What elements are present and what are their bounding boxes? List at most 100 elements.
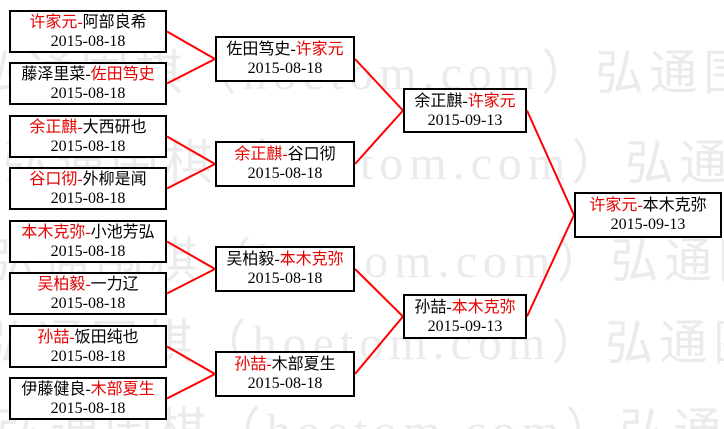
match-players: 孙喆-本木克弥 [414,298,515,317]
name-separator: - [85,65,91,83]
player-name: 余正麒 [234,146,283,163]
bracket-line [166,240,216,270]
match-date: 2015-09-13 [427,111,503,129]
match-date: 2015-09-13 [610,216,686,233]
match-players: 余正麒-谷口彻 [234,145,335,164]
match-date: 2015-08-18 [247,60,323,77]
bracket-line [166,268,216,295]
player-name: 木部夏生 [271,356,336,373]
match-date: 2015-08-18 [247,165,323,182]
match-players: 孙喆-饭田纯也 [37,328,138,347]
bracket-line [354,268,404,318]
bracket-line [166,373,216,400]
player-name: 饭田纯也 [74,328,139,346]
player-name: 余正麒 [29,118,78,136]
match-players: 许家元-本木克弥 [589,196,706,215]
match-players: 本木克弥-小池芳弘 [21,223,154,242]
player-name: 佐田笃史 [90,65,155,83]
player-name: 大西研也 [82,118,147,136]
match-players: 孙喆-木部夏生 [234,355,335,374]
player-name: 吴柏毅 [37,275,86,293]
name-separator: - [85,380,91,398]
player-name: 许家元 [295,41,344,58]
name-separator: - [637,197,643,214]
player-name: 本木克弥 [451,298,516,316]
match-date: 2015-08-18 [247,270,323,287]
bracket-line [166,163,216,190]
name-separator: - [462,92,468,110]
match-players: 谷口彻-外柳是闻 [29,170,146,189]
bracket-line [354,58,404,112]
bracket-line [354,109,404,165]
name-separator: - [77,118,83,136]
bracket-line [354,315,404,375]
match-date: 2015-08-18 [50,399,126,417]
match-date: 2015-08-18 [50,294,126,312]
player-name: 本木克弥 [642,197,707,214]
match-date: 2015-08-18 [247,375,323,392]
player-name: 本木克弥 [279,251,344,268]
player-name: 外柳是闻 [82,170,147,188]
match-date: 2015-08-18 [50,32,126,50]
player-name: 小池芳弘 [90,223,155,241]
match-date: 2015-08-18 [50,84,126,102]
name-separator: - [77,170,83,188]
match-date: 2015-08-18 [50,242,126,260]
match-date: 2015-09-13 [427,317,503,335]
match-players: 许家元-阿部良希 [29,13,146,32]
player-name: 谷口彻 [287,146,336,163]
name-separator: - [85,223,91,241]
player-name: 阿部良希 [82,13,147,31]
player-name: 孙喆 [37,328,70,346]
match-players: 藤泽里菜-佐田笃史 [21,65,154,84]
player-name: 吴柏毅 [226,251,275,268]
bracket-line [166,345,216,375]
player-name: 余正麒 [414,92,463,110]
bracket-line [166,58,216,85]
player-name: 佐田笃史 [226,41,291,58]
player-name: 本木克弥 [21,223,86,241]
name-separator: - [85,275,91,293]
name-separator: - [290,41,296,58]
name-separator: - [77,13,83,31]
player-name: 木部夏生 [90,380,155,398]
match-players: 余正麒-大西研也 [29,118,146,137]
match-date: 2015-08-18 [50,189,126,207]
player-name: 孙喆 [414,298,447,316]
bracket-line [166,135,216,165]
match-players: 吴柏毅-本木克弥 [226,250,343,269]
match-date: 2015-08-18 [50,137,126,155]
player-name: 许家元 [29,13,78,31]
player-name: 孙喆 [234,356,267,373]
player-name: 藤泽里菜 [21,65,86,83]
match-players: 余正麒-许家元 [414,92,515,111]
match-date: 2015-08-18 [50,347,126,365]
match-players: 佐田笃史-许家元 [226,40,343,59]
player-name: 许家元 [467,92,516,110]
player-name: 伊藤健良 [21,380,86,398]
name-separator: - [274,251,280,268]
name-separator: - [282,146,288,163]
player-name: 一力辽 [90,275,139,293]
name-separator: - [446,298,452,316]
player-name: 许家元 [589,197,638,214]
bracket-line [526,110,575,216]
bracket-line [166,30,216,60]
